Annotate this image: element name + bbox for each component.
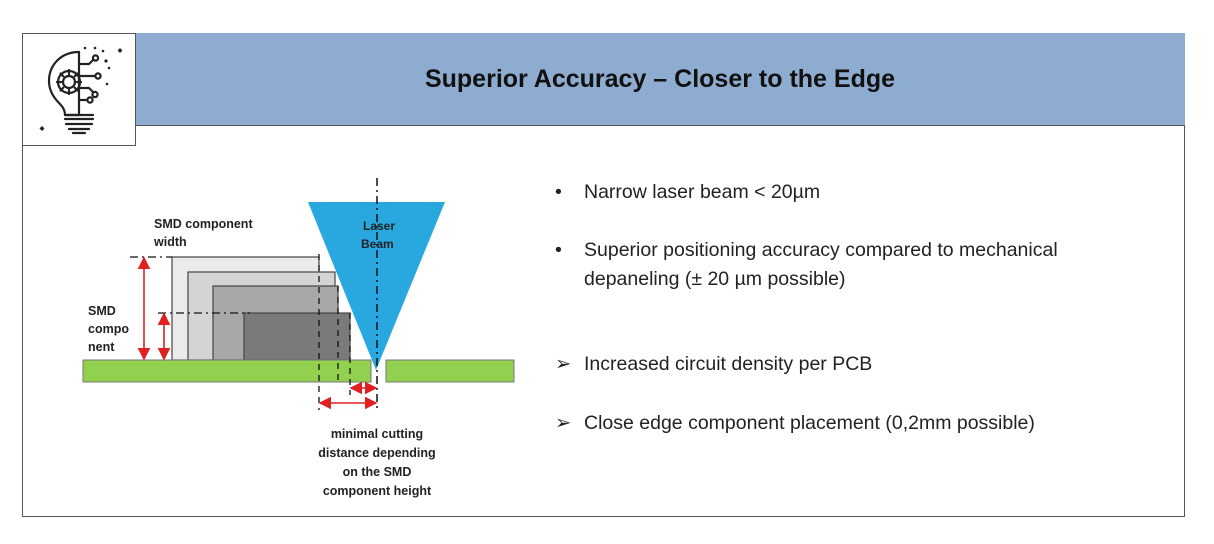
caption-2: distance depending: [318, 446, 435, 460]
label-height-2: compo: [88, 322, 129, 336]
bullet-item: ➢ Increased circuit density per PCB: [555, 350, 1144, 379]
caption-3: on the SMD: [343, 465, 412, 479]
label-height-1: SMD: [88, 304, 116, 318]
bullet-marker: ➢: [555, 412, 572, 434]
label-height-3: nent: [88, 340, 115, 354]
bullet-text: Increased circuit density per PCB: [584, 353, 873, 375]
bullet-text: Close edge component placement (0,2mm po…: [584, 412, 1035, 434]
slide-title: Superior Accuracy – Closer to the Edge: [424, 65, 896, 93]
label-laser-1: Laser: [363, 219, 395, 233]
bullet-marker: ➢: [555, 353, 572, 375]
label-laser-2: Beam: [361, 237, 394, 251]
label-width-1: SMD component: [154, 217, 253, 231]
smd-component-4: [243, 312, 351, 361]
label-width-2: width: [153, 235, 187, 249]
bullet-text: Narrow laser beam < 20µm: [584, 181, 821, 203]
pcb-right: [385, 359, 515, 383]
pcb-left: [82, 359, 372, 383]
bullet-marker: •: [555, 239, 562, 261]
bullet-item: ➢ Close edge component placement (0,2mm …: [555, 409, 1144, 438]
icon-box: [22, 33, 136, 146]
bullet-text: Superior positioning accuracy compared t…: [584, 239, 1058, 290]
bullet-marker: •: [555, 181, 562, 203]
caption-4: component height: [323, 484, 432, 498]
laser-cutting-diagram: SMD component width SMD compo nent Laser…: [82, 178, 515, 498]
header-bar: [135, 33, 1185, 126]
lightbulb-gear-circuit-icon: [39, 46, 123, 135]
bullet-item: • Narrow laser beam < 20µm: [555, 178, 1144, 207]
bullet-item: • Superior positioning accuracy compared…: [555, 236, 1144, 294]
caption-1: minimal cutting: [331, 427, 423, 441]
